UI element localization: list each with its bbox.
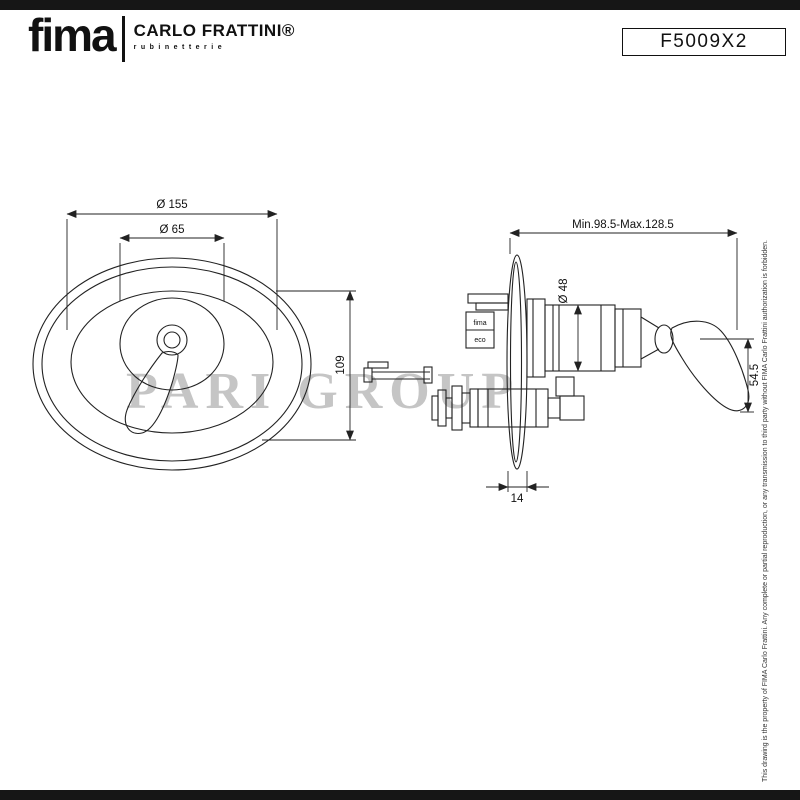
cone-top [640,316,660,329]
body-cylinder [544,304,616,372]
dim-label-front-outer-diameter: Ø 155 [156,199,187,211]
dim-label-front-height: 109 [335,355,347,374]
mounting-bracket-step [475,302,509,311]
rod-end-cap [363,367,373,383]
watermark: PARI GROUP [126,363,521,420]
plate-dome-ring [70,290,274,434]
brand-designer: CARLO FRATTINI® [133,21,295,40]
lever-handle-side [670,320,750,412]
brand-text-block: CARLO FRATTINI® rubinetterie [134,14,295,51]
product-code-box: F5009X2 [622,28,786,56]
brand-logo: fima CARLO FRATTINI® rubinetterie [28,9,295,62]
dim-label-handle-drop: 54.5 [749,364,761,386]
center-cap-outer [156,324,188,356]
dim-label-depth-range: Min.98.5-Max.128.5 [572,219,674,231]
lever-handle-front [124,350,179,434]
brand-tagline: rubinetterie [133,44,227,51]
cartridge-marking-line1: fima [473,320,486,327]
dim-label-body-diameter: Ø 48 [558,279,570,304]
turned-disc-6 [469,388,479,428]
front-view [32,257,312,471]
dimension-lines [66,210,754,492]
plate-outer-edge [32,257,312,471]
plate-profile-inner [509,261,523,463]
cartridge-marking-line2: eco [474,337,485,344]
body-end-cap [614,308,642,368]
valve-neck [547,397,561,419]
turned-disc-4 [451,385,463,431]
dim-label-front-inner-diameter: Ø 65 [160,224,185,236]
brand-divider [121,16,125,62]
plate-inner-edge [41,266,303,462]
brand-name: fima [28,9,117,61]
cone-bottom [640,348,660,360]
dimension-labels: Ø 155 Ø 65 109 Min.98.5-Max.128.5 Ø 48 5… [156,199,761,505]
valve-square-end [559,395,585,421]
turned-disc-1 [431,395,439,421]
turned-disc-3 [445,397,453,419]
rod-tab [367,361,389,369]
turned-disc-2 [437,389,447,427]
top-border-bar [0,0,800,10]
center-cap-inner [163,331,181,349]
bottom-border-bar [0,790,800,800]
mounting-bracket [467,293,509,304]
turned-disc-5 [461,392,471,424]
rod-collar [423,366,433,384]
side-view [363,254,750,470]
body-collar [526,298,546,378]
copyright-disclaimer: This drawing is the property of FIMA Car… [762,240,769,782]
dim-label-plate-thickness: 14 [511,493,524,505]
handle-hub [654,324,674,354]
center-boss-ring [119,297,225,391]
diverter-stem [555,376,575,397]
product-code: F5009X2 [660,31,748,52]
